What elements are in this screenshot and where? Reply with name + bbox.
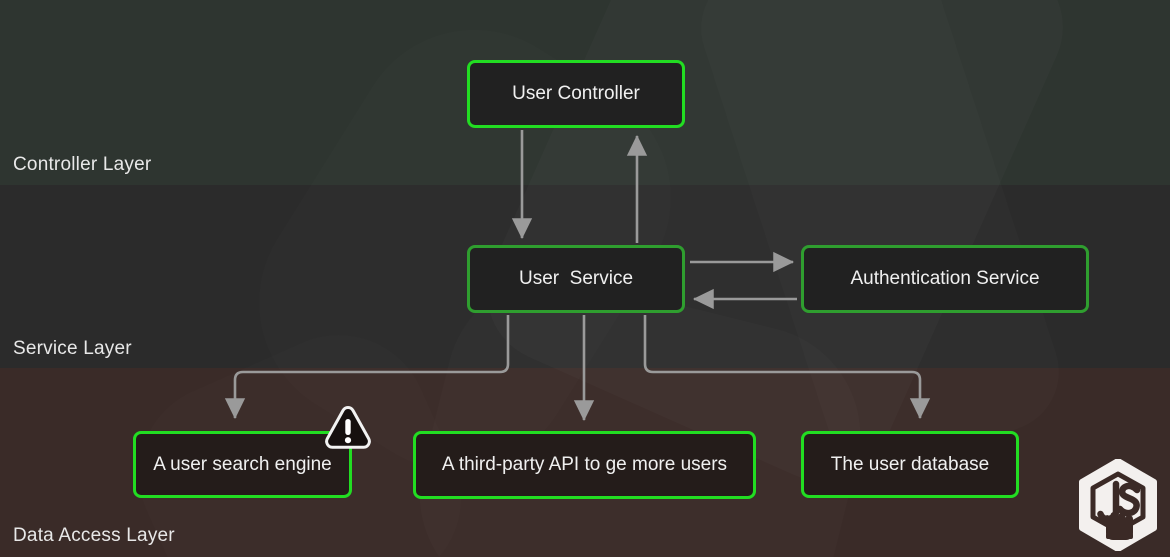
- node-third-party-api[interactable]: A third-party API to ge more users: [413, 431, 756, 499]
- node-user-service[interactable]: User Service: [467, 245, 685, 313]
- warning-triangle-icon[interactable]: [323, 404, 373, 452]
- node-user-controller[interactable]: User Controller: [467, 60, 685, 128]
- js-hexagon-logo: [1079, 459, 1157, 551]
- edge-service-to-search-engine: [224, 315, 510, 420]
- edge-service-to-user-database: [643, 315, 931, 420]
- node-authentication-service[interactable]: Authentication Service: [801, 245, 1089, 313]
- layer-label-controller: Controller Layer: [13, 154, 152, 175]
- node-user-search-engine[interactable]: A user search engine: [133, 431, 352, 498]
- layer-label-service: Service Layer: [13, 338, 132, 359]
- node-user-database[interactable]: The user database: [801, 431, 1019, 498]
- layer-label-data: Data Access Layer: [13, 525, 175, 546]
